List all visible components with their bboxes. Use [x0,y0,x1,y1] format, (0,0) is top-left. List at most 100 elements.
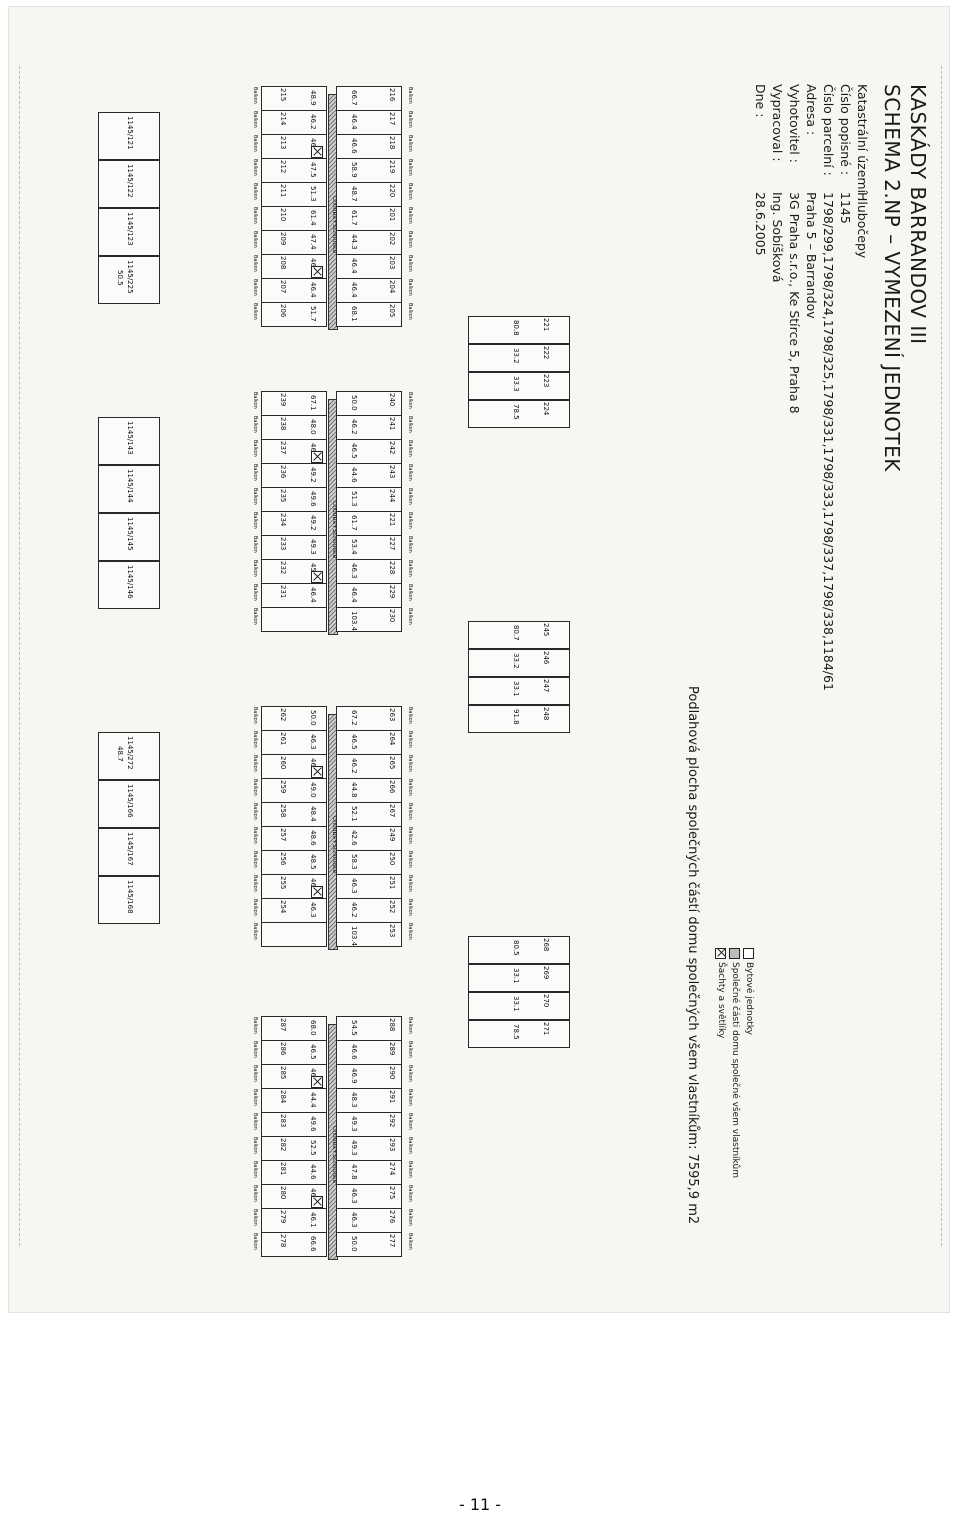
unit-area: 46.2 [350,419,358,435]
balcony-label: Balkon [407,87,413,104]
stair-shaft [311,451,323,463]
unit-area: 50.0 [350,395,358,411]
unit-id: 247 [542,679,550,693]
unit-area: 48.3 [350,1092,358,1108]
info-label: Vypracoval : [770,84,785,162]
unit-area: 46.4 [350,114,358,130]
unit-area: 51.3 [309,186,317,202]
unit-id: 221 [388,513,396,527]
unit-id: 250 [388,852,396,866]
info-label: Číslo parcelní : [821,84,836,176]
unit-area: 49.6 [309,1116,317,1132]
info-maker: Vyhotovitel :3G Praha s.r.o., Ke Stírce … [787,84,802,414]
balcony-label: Balkon [407,279,413,296]
unit-id: 288 [388,1018,396,1032]
unit-id: 1145/145 [126,517,134,551]
balcony-label: Balkon [407,1089,413,1106]
unit-id: 1145/123 [126,212,134,246]
balcony-label: Balkon [252,1113,258,1130]
unit-area: 80.8 [512,320,520,336]
apartment-unit [261,487,327,512]
balcony-label: Balkon [407,1185,413,1202]
balcony-label: Balkon [407,536,413,553]
unit-id: 283 [279,1114,287,1128]
unit-id: 276 [388,1210,396,1224]
unit-id: 241 [388,417,396,431]
info-value: Hlubočepy [855,192,870,259]
unit-area: 61.7 [350,210,358,226]
info-house-number: Číslo popisné :1145 [838,84,853,224]
balcony-label: Balkon [407,488,413,505]
unit-area: 46.4 [350,282,358,298]
unit-id: 268 [542,938,550,952]
unit-id: 249 [388,828,396,842]
balcony-label: Balkon [407,255,413,272]
info-value: Ing. Sobíšková [770,192,785,283]
balcony-label: Balkon [252,231,258,248]
apartment-unit [261,1040,327,1065]
unit-area: 66.6 [309,1236,317,1252]
unit-area: 58.3 [350,854,358,870]
balcony-label: Balkon [407,923,413,940]
balcony-label: Balkon [407,875,413,892]
stair-shaft [311,1196,323,1208]
apartment-unit [261,1112,327,1137]
balcony-label: Balkon [407,1017,413,1034]
unit-area: 78.5 [512,1024,520,1040]
balcony-label: Balkon [407,755,413,772]
unit-id: 248 [542,707,550,721]
balcony-label: Balkon [252,303,258,320]
unit-area: 42.6 [350,830,358,846]
apartment-unit [261,182,327,207]
info-value: 3G Praha s.r.o., Ke Stírce 5, Praha 8 [787,192,802,414]
unit-area: 44.6 [309,1164,317,1180]
unit-id: 217 [388,112,396,126]
balcony-label: Balkon [252,207,258,224]
unit-id: 231 [279,585,287,599]
unit-id: 266 [388,780,396,794]
balcony-label: Balkon [252,923,258,940]
unit-id: 213 [279,136,287,150]
unit-id: 201 [388,208,396,222]
unit-id: 282 [279,1138,287,1152]
balcony-label: Balkon [252,392,258,409]
unit-id: 202 [388,232,396,246]
unit-id: 263 [388,708,396,722]
unit-id: 235 [279,489,287,503]
unit-id: 269 [542,966,550,980]
apartment-unit [261,1088,327,1113]
unit-area: 49.6 [309,491,317,507]
unit-id: 261 [279,732,287,746]
common-area-note: Podlahová plocha společných částí domu s… [685,686,700,1225]
unit-id: 293 [388,1138,396,1152]
unit-id: 252 [388,900,396,914]
balcony-label: Balkon [407,779,413,796]
unit-id: 274 [388,1162,396,1176]
info-label: Katastrální území : [855,84,870,202]
balcony-label: Balkon [252,87,258,104]
balcony-label: Balkon [407,1041,413,1058]
unit-area: 44.3 [350,234,358,250]
balcony-label: Balkon [407,135,413,152]
unit-id: 258 [279,804,287,818]
balcony-label: Balkon [252,731,258,748]
info-author: Vypracoval : Ing. Sobíšková [770,84,785,283]
unit-id: 234 [279,513,287,527]
unit-area: 49.3 [309,539,317,555]
unit-id: 237 [279,441,287,455]
unit-area: 46.2 [350,902,358,918]
balcony-label: Balkon [407,731,413,748]
unit-area: 48.6 [309,830,317,846]
unit-area: 44.4 [309,1092,317,1108]
unit-area: 52.5 [309,1140,317,1156]
unit-area: 50.5 [116,270,124,286]
balcony-label: Balkon [252,1089,258,1106]
stair-shaft [311,1076,323,1088]
stair-shaft [311,571,323,583]
unit-area: 48.7 [350,186,358,202]
info-label: Číslo popisné : [838,84,853,176]
apartment-unit [261,158,327,183]
balcony-label: Balkon [407,464,413,481]
unit-id: 251 [388,876,396,890]
apartment-unit [261,302,327,327]
